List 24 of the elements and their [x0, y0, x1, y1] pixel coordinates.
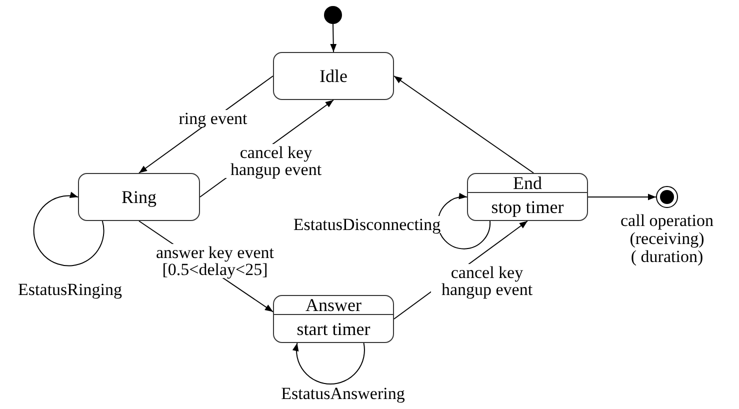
state-name: Ring [121, 186, 156, 208]
state-action: start timer [296, 320, 370, 338]
edge-label: EstatusDisconnecting [292, 216, 442, 233]
edge-label: EstatusAnswering [280, 385, 406, 402]
transition-arrow [394, 76, 534, 174]
transition-arrow [330, 24, 337, 52]
edge-label: ring event [178, 110, 248, 127]
self-transition-arrow [292, 342, 365, 384]
final-state [656, 186, 678, 208]
self-transition-arrow [33, 192, 104, 266]
state-name: Idle [320, 66, 348, 86]
state-name: Answer [306, 296, 362, 314]
state-box [273, 295, 394, 343]
initial-state [324, 6, 342, 24]
state-caption: ( duration) [630, 248, 704, 266]
state-caption: (receiving) [630, 230, 704, 248]
state-action: stop timer [491, 198, 564, 216]
state-caption: call operation [620, 212, 714, 230]
state-box [273, 52, 394, 100]
state-box [467, 173, 588, 221]
transition-arrow [588, 194, 656, 200]
edge-label: EstatusRinging [17, 281, 123, 298]
state-name: End [513, 174, 542, 192]
state-box [78, 173, 200, 221]
